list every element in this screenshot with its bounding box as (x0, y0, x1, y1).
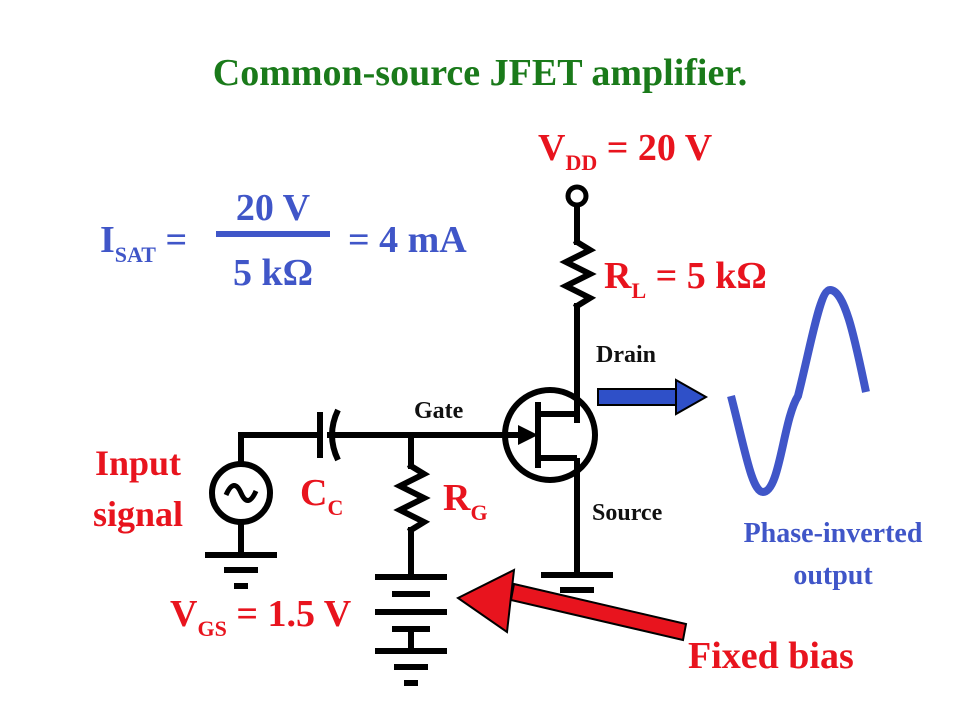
source-label: Source (592, 500, 663, 526)
vgs-label: VGS = 1.5 V (170, 593, 352, 641)
rg-label: RG (443, 477, 488, 525)
input-ground-icon (205, 552, 277, 589)
isat-label: ISAT = (100, 219, 187, 267)
bias-ground-icon (375, 648, 447, 686)
gate-label: Gate (414, 398, 464, 424)
page-title: Common-source JFET amplifier. (213, 52, 747, 94)
phase-inverted-wave (727, 285, 870, 497)
output-label-1: Phase-inverted (744, 518, 923, 549)
drain-label: Drain (596, 342, 656, 368)
fixed-bias-label: Fixed bias (688, 635, 854, 677)
rl-label: RL = 5 kΩ (604, 255, 767, 303)
output-label-2: output (793, 560, 873, 591)
rg-resistor (393, 461, 431, 535)
vdd-label: VDD = 20 V (538, 127, 713, 175)
isat-denominator: 5 kΩ (233, 252, 313, 294)
fixed-bias-arrow-icon (456, 568, 688, 642)
sine-glyph-icon (223, 483, 259, 503)
input-signal-label-1: Input (95, 443, 181, 483)
input-signal-label-2: signal (93, 494, 183, 534)
isat-numerator: 20 V (236, 187, 311, 229)
cc-label: CC (300, 472, 343, 520)
output-arrow-icon (597, 378, 709, 416)
bias-battery-icon (375, 574, 447, 632)
isat-result: = 4 mA (348, 219, 467, 261)
rl-resistor (559, 237, 597, 311)
vdd-terminal (565, 184, 589, 208)
